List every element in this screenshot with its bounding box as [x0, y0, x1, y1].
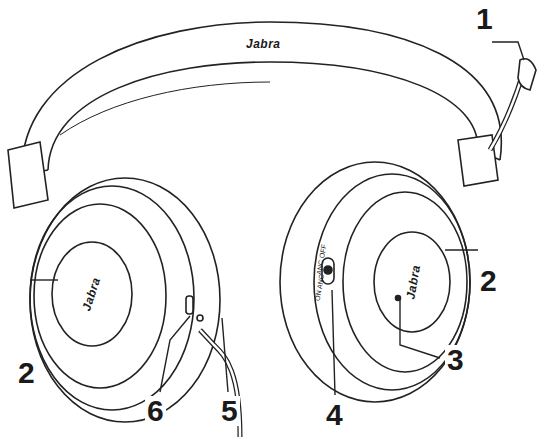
brand-logo: Jabra: [246, 38, 281, 50]
left-cushion: [30, 178, 220, 422]
headband-inner: [48, 62, 478, 170]
callout-number: 6: [145, 396, 166, 426]
headband-crease: [60, 82, 270, 135]
leader-line: [332, 290, 335, 395]
left-cup-plate: [34, 204, 166, 388]
mic-hole: [396, 296, 401, 301]
callout-number: 2: [16, 358, 37, 388]
callout-number: 4: [324, 400, 345, 430]
left-button-dot: [197, 315, 203, 321]
left-logo-plate: [52, 242, 132, 346]
left-button: [186, 296, 193, 314]
callout-number: 3: [445, 345, 466, 375]
right-cup-ring: [314, 174, 470, 390]
leader-line: [400, 300, 440, 358]
mic-tip: [518, 59, 536, 90]
leader-line: [30, 279, 58, 280]
left-hinge: [8, 142, 48, 208]
headband-edge: [22, 150, 500, 175]
leader-line: [222, 318, 228, 392]
anc-switch-knob: [324, 266, 332, 274]
leader-line: [160, 316, 190, 392]
left-cup-ring: [30, 186, 194, 410]
callout-number: 1: [474, 4, 495, 34]
leader-line: [492, 42, 524, 60]
cable-fill: [200, 330, 240, 437]
callout-number: 5: [219, 396, 240, 426]
cable-outline: [200, 330, 240, 437]
right-cushion: [280, 162, 470, 402]
leader-line: [445, 249, 478, 250]
callout-number: 2: [478, 266, 499, 296]
headband-outer: [22, 22, 501, 175]
right-logo-plate: [374, 232, 450, 332]
